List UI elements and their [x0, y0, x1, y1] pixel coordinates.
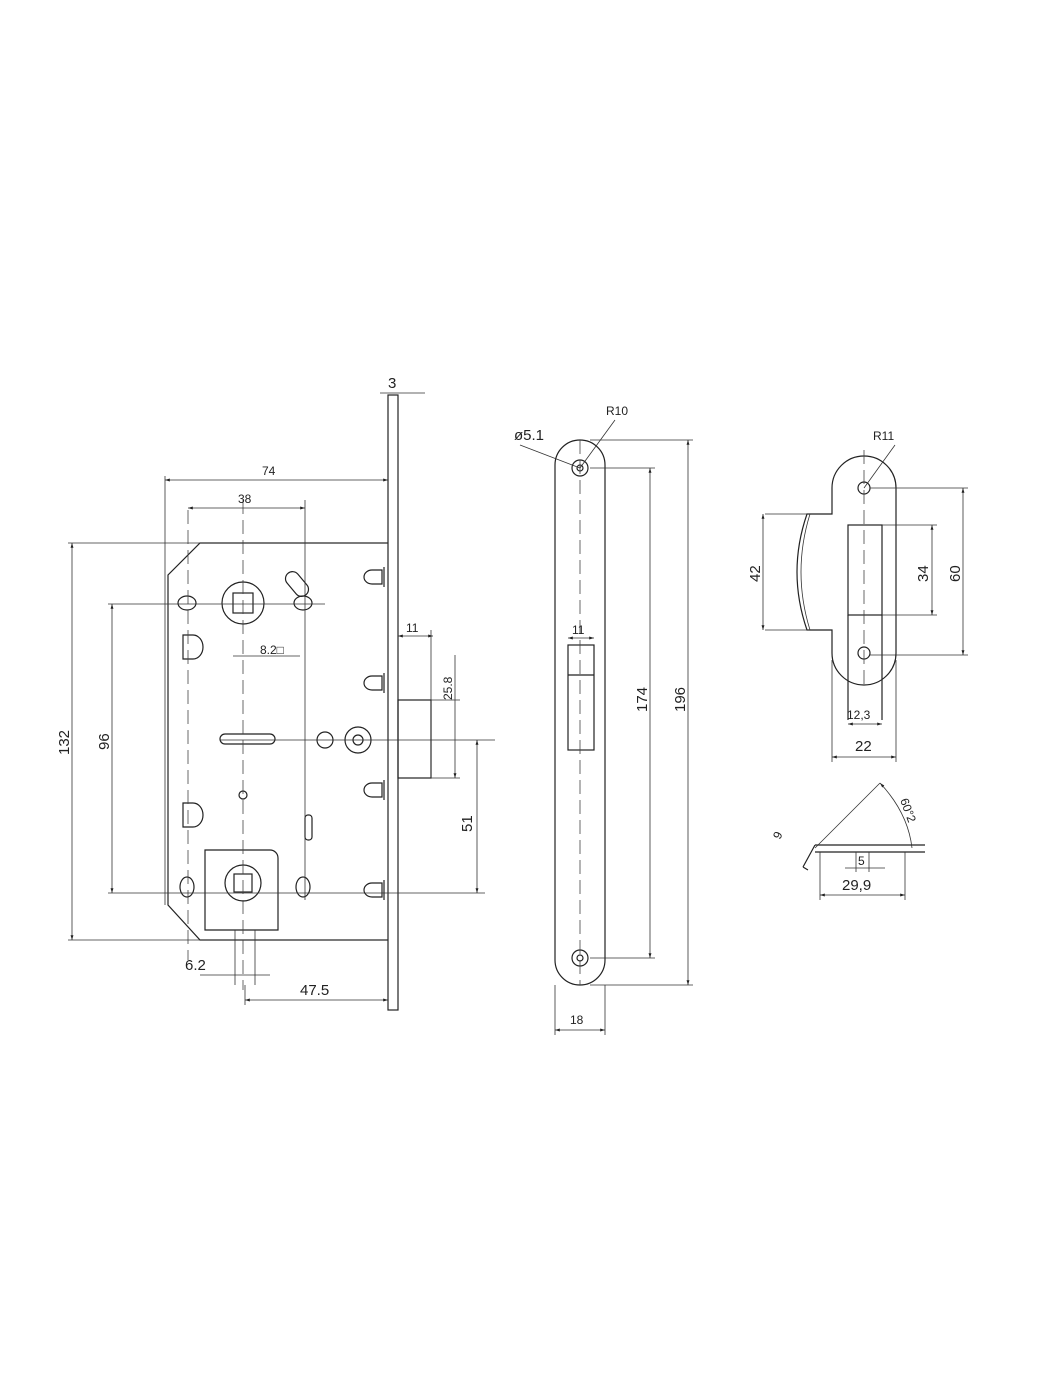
dim-latch-projection: 11: [406, 621, 419, 635]
dim-hole-spacing: 174: [634, 687, 651, 712]
dim-body-depth: 74: [262, 464, 276, 478]
strike-profile: 60°2 9 5 29,9: [770, 782, 925, 900]
lock-body-view: 3 74 38 132 96 8.2□ 11 25.8 51 6.2 47.5: [56, 375, 495, 1011]
dim-spindle-square: 8.2□: [260, 643, 284, 657]
dim-strike-width: 22: [855, 738, 872, 755]
faceplate-outline: [554, 439, 606, 986]
dim-backset: 47.5: [300, 982, 329, 999]
dim-96: 96: [96, 733, 113, 750]
dim-lip: 9: [770, 829, 786, 841]
faceplate-view: ø5.1 R10 11 174 196 18: [514, 404, 693, 1035]
strike-plate-outline: [796, 455, 897, 686]
dim-width: 18: [570, 1013, 584, 1027]
faceplate-side: [387, 394, 399, 1011]
dim-hole-spacing-strike: 60: [947, 565, 964, 582]
dim-cylinder-pin: 6.2: [185, 957, 206, 974]
dim-slot: 5: [858, 854, 865, 868]
latch: [397, 699, 432, 779]
dim-38: 38: [238, 492, 252, 506]
strike-opening: [847, 524, 883, 616]
screw-heads: [363, 567, 385, 900]
dim-length: 196: [672, 687, 689, 712]
dim-faceplate-thickness: 3: [388, 375, 396, 392]
dim-depth: 29,9: [842, 877, 871, 894]
strike-plate-view: R11 42 34 60 12,3 22 60°2 9 5 29,9: [747, 429, 968, 900]
dim-hole-diameter: ø5.1: [514, 427, 544, 444]
latch-window: [567, 644, 595, 751]
dim-strike-radius: R11: [873, 429, 894, 443]
dim-corner-radius: R10: [606, 404, 628, 418]
dim-51: 51: [459, 815, 476, 832]
cylinder-plate: [204, 849, 279, 931]
dim-opening-height: 34: [915, 565, 932, 582]
dim-wing-height: 42: [747, 565, 764, 582]
dim-opening-width: 12,3: [847, 708, 871, 722]
dim-latch-height: 25.8: [441, 676, 455, 700]
dim-height: 132: [56, 730, 73, 755]
dim-window-width: 11: [572, 623, 585, 637]
